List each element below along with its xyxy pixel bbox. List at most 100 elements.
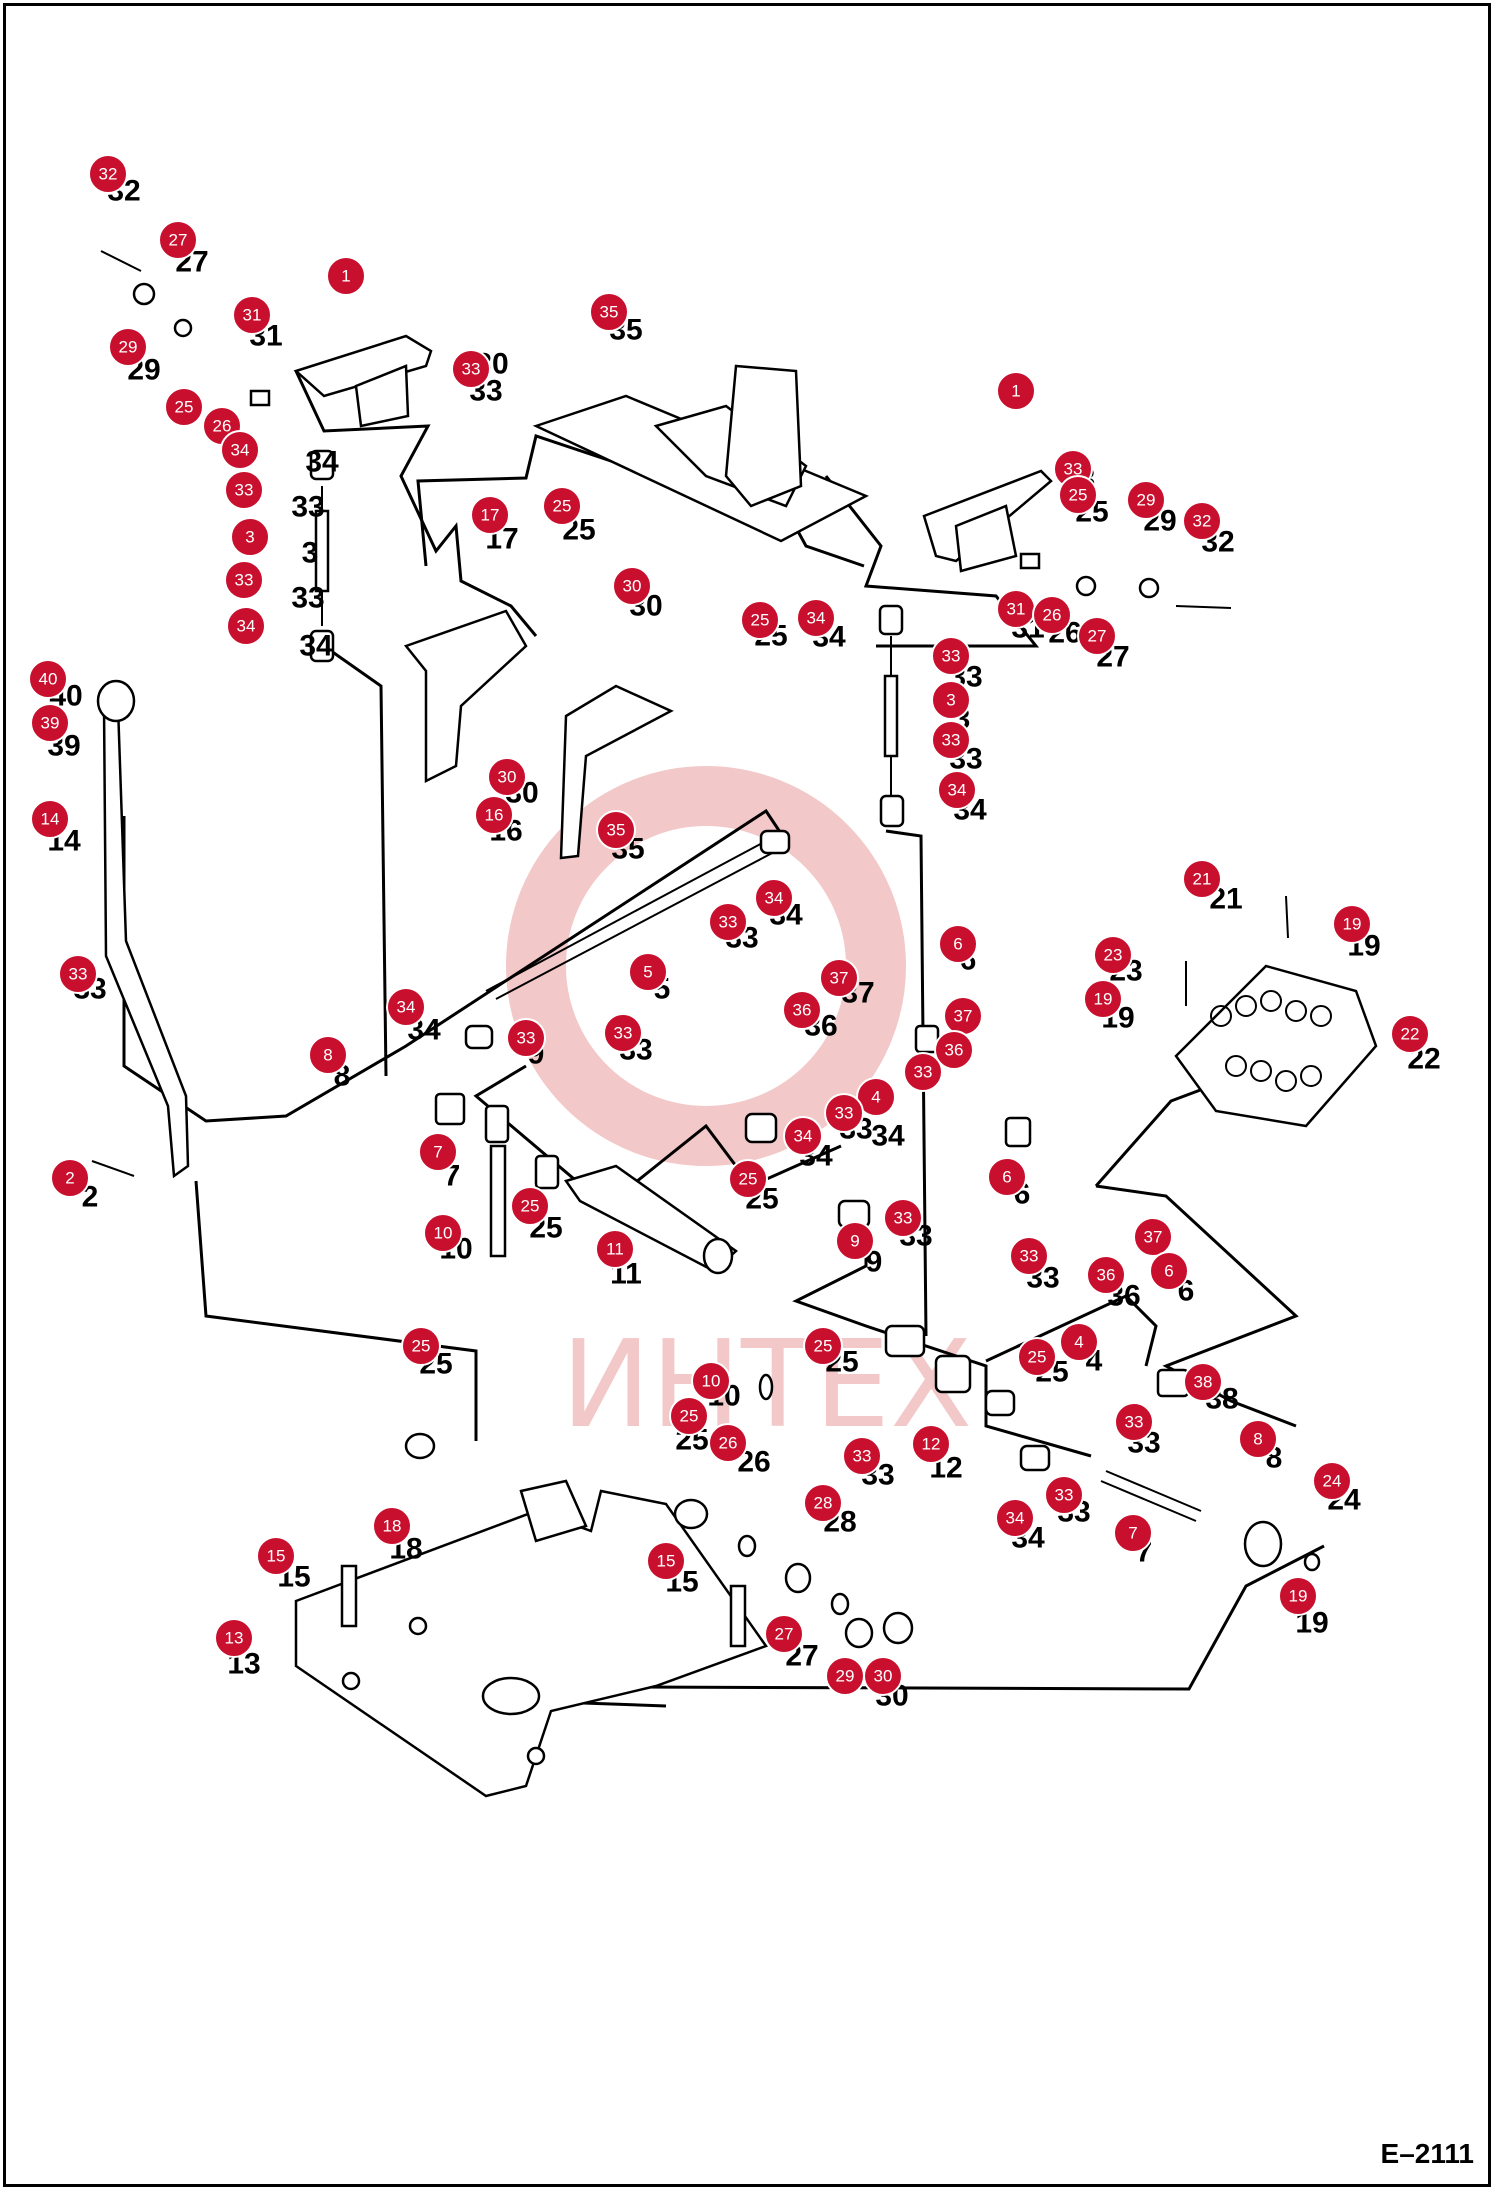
callout-marker[interactable]: [1133, 1217, 1173, 1257]
callout-marker[interactable]: [386, 987, 426, 1027]
callout-marker[interactable]: [1009, 1236, 1049, 1276]
callout-25[interactable]: 25: [1058, 475, 1098, 515]
callout-34[interactable]: 34: [783, 1116, 823, 1156]
callout-marker[interactable]: [1032, 595, 1072, 635]
callout-33[interactable]: 33: [708, 902, 748, 942]
callout-23[interactable]: 23: [1093, 935, 1133, 975]
callout-marker[interactable]: [164, 387, 204, 427]
callout-marker[interactable]: [835, 1221, 875, 1261]
callout-38[interactable]: 38: [1183, 1362, 1223, 1402]
callout-marker[interactable]: [1093, 935, 1133, 975]
callout-marker[interactable]: [230, 517, 270, 557]
callout-5[interactable]: 5: [628, 952, 668, 992]
callout-marker[interactable]: [1114, 1402, 1154, 1442]
callout-9[interactable]: 9: [835, 1221, 875, 1261]
callout-25[interactable]: 25: [510, 1186, 550, 1226]
callout-2[interactable]: 2: [50, 1158, 90, 1198]
callout-33[interactable]: 33: [224, 560, 264, 600]
callout-marker[interactable]: [1059, 1322, 1099, 1362]
callout-marker[interactable]: [691, 1361, 731, 1401]
callout-marker[interactable]: [220, 430, 260, 470]
callout-10[interactable]: 10: [423, 1213, 463, 1253]
callout-marker[interactable]: [58, 954, 98, 994]
callout-marker[interactable]: [1182, 501, 1222, 541]
callout-33[interactable]: 33: [1114, 1402, 1154, 1442]
callout-24[interactable]: 24: [1312, 1461, 1352, 1501]
callout-marker[interactable]: [996, 371, 1036, 411]
callout-25[interactable]: 25: [1017, 1337, 1057, 1377]
callout-6[interactable]: 6: [1149, 1251, 1189, 1291]
callout-marker[interactable]: [803, 1326, 843, 1366]
callout-marker[interactable]: [510, 1186, 550, 1226]
callout-marker[interactable]: [256, 1536, 296, 1576]
callout-marker[interactable]: [158, 220, 198, 260]
callout-marker[interactable]: [1183, 1362, 1223, 1402]
callout-marker[interactable]: [708, 902, 748, 942]
callout-1[interactable]: 1: [326, 256, 366, 296]
callout-39[interactable]: 39: [30, 703, 70, 743]
callout-marker[interactable]: [372, 1506, 412, 1546]
callout-25[interactable]: 25: [669, 1396, 709, 1436]
callout-33[interactable]: 33: [506, 1018, 546, 1058]
callout-33[interactable]: 33: [883, 1198, 923, 1238]
callout-marker[interactable]: [824, 1093, 864, 1133]
callout-33[interactable]: 33: [842, 1436, 882, 1476]
callout-25[interactable]: 25: [542, 486, 582, 526]
callout-marker[interactable]: [603, 1013, 643, 1053]
callout-33[interactable]: 33: [1044, 1475, 1084, 1515]
callout-33[interactable]: 33: [931, 720, 971, 760]
callout-3[interactable]: 3: [230, 517, 270, 557]
callout-marker[interactable]: [1044, 1475, 1084, 1515]
callout-25[interactable]: 25: [740, 600, 780, 640]
callout-34[interactable]: 34: [937, 770, 977, 810]
callout-33[interactable]: 33: [451, 349, 491, 389]
callout-4[interactable]: 4: [856, 1077, 896, 1117]
callout-31[interactable]: 31: [996, 589, 1036, 629]
callout-34[interactable]: 34: [754, 878, 794, 918]
callout-marker[interactable]: [856, 1077, 896, 1117]
callout-marker[interactable]: [803, 1483, 843, 1523]
callout-marker[interactable]: [226, 606, 266, 646]
callout-marker[interactable]: [764, 1614, 804, 1654]
callout-marker[interactable]: [911, 1424, 951, 1464]
callout-36[interactable]: 36: [934, 1030, 974, 1070]
callout-4[interactable]: 4: [1059, 1322, 1099, 1362]
callout-marker[interactable]: [470, 495, 510, 535]
callout-marker[interactable]: [987, 1157, 1027, 1197]
callout-33[interactable]: 33: [931, 636, 971, 676]
callout-28[interactable]: 28: [803, 1483, 843, 1523]
callout-marker[interactable]: [1238, 1419, 1278, 1459]
callout-32[interactable]: 32: [1182, 501, 1222, 541]
callout-34[interactable]: 34: [226, 606, 266, 646]
callout-marker[interactable]: [612, 566, 652, 606]
callout-marker[interactable]: [938, 924, 978, 964]
callout-26[interactable]: 26: [708, 1423, 748, 1463]
callout-marker[interactable]: [883, 1198, 923, 1238]
callout-marker[interactable]: [418, 1132, 458, 1172]
callout-15[interactable]: 15: [256, 1536, 296, 1576]
callout-marker[interactable]: [30, 799, 70, 839]
callout-marker[interactable]: [934, 1030, 974, 1070]
callout-marker[interactable]: [474, 795, 514, 835]
callout-34[interactable]: 34: [796, 598, 836, 638]
callout-marker[interactable]: [628, 952, 668, 992]
callout-37[interactable]: 37: [943, 996, 983, 1036]
callout-marker[interactable]: [1278, 1576, 1318, 1616]
callout-8[interactable]: 8: [1238, 1419, 1278, 1459]
callout-marker[interactable]: [995, 1498, 1035, 1538]
callout-marker[interactable]: [224, 560, 264, 600]
callout-3[interactable]: 3: [931, 680, 971, 720]
callout-marker[interactable]: [596, 810, 636, 850]
callout-marker[interactable]: [1332, 904, 1372, 944]
callout-36[interactable]: 36: [1086, 1255, 1126, 1295]
callout-27[interactable]: 27: [1077, 616, 1117, 656]
callout-marker[interactable]: [728, 1159, 768, 1199]
callout-36[interactable]: 36: [782, 990, 822, 1030]
callout-marker[interactable]: [1126, 480, 1166, 520]
callout-30[interactable]: 30: [487, 757, 527, 797]
callout-17[interactable]: 17: [470, 495, 510, 535]
callout-marker[interactable]: [451, 349, 491, 389]
callout-29[interactable]: 29: [1126, 480, 1166, 520]
callout-marker[interactable]: [542, 486, 582, 526]
callout-33[interactable]: 33: [1009, 1236, 1049, 1276]
